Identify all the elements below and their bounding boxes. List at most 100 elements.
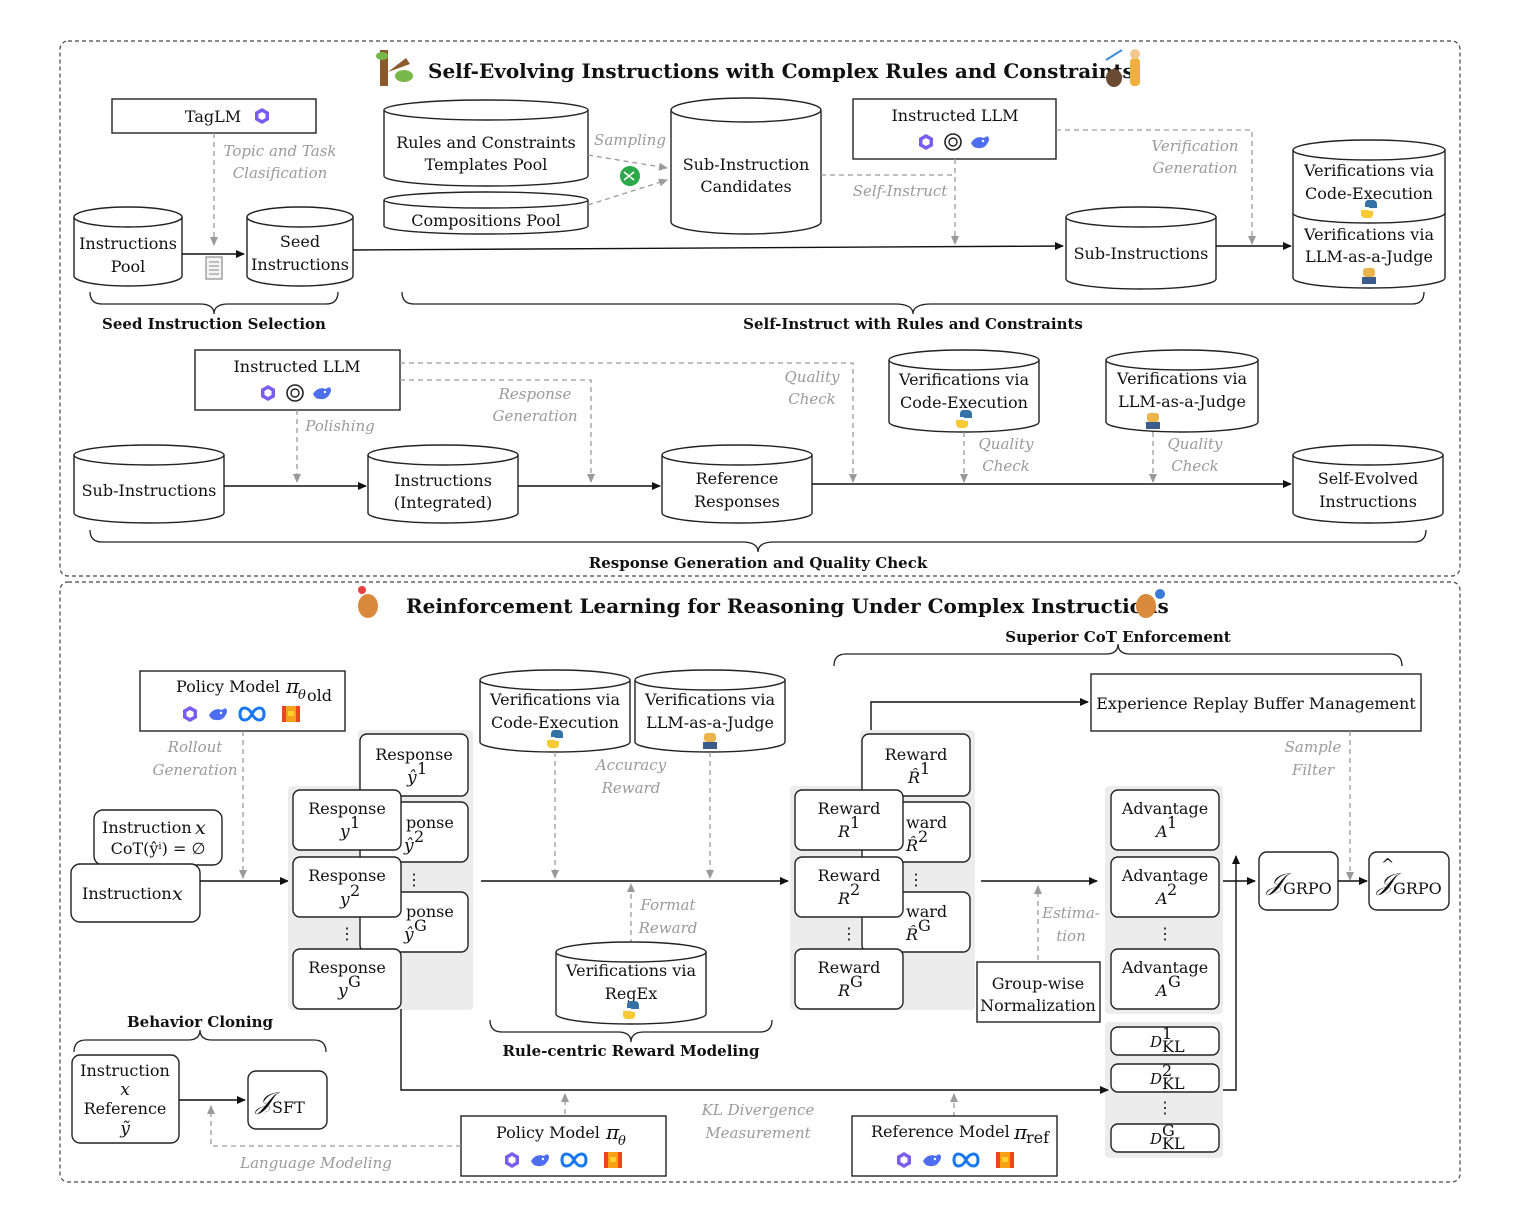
svg-text:Verifications via: Verifications via bbox=[644, 690, 775, 709]
svg-text:ponse: ponse bbox=[406, 902, 454, 921]
brace-seed-label: Seed Instruction Selection bbox=[102, 315, 326, 333]
svg-text:⋮: ⋮ bbox=[1157, 1098, 1173, 1117]
candidates-label-2: Candidates bbox=[700, 177, 791, 196]
sampling-label: Sampling bbox=[594, 131, 666, 149]
svg-text:Response: Response bbox=[308, 958, 386, 977]
svg-text:KL: KL bbox=[1162, 1134, 1185, 1153]
mistral-icon bbox=[996, 1152, 1014, 1168]
brace-self-instruct bbox=[401, 291, 1425, 315]
svg-text:2: 2 bbox=[1167, 880, 1177, 899]
reward-hat-1: Reward R̂1 bbox=[861, 733, 971, 797]
svg-text:Advantage: Advantage bbox=[1121, 958, 1208, 977]
brace-rule-label: Rule-centric Reward Modeling bbox=[503, 1042, 761, 1060]
replay-buffer-box: Experience Replay Buffer Management bbox=[1090, 673, 1422, 732]
svg-text:LLM-as-a-Judge: LLM-as-a-Judge bbox=[646, 713, 774, 732]
judge-icon bbox=[703, 733, 717, 749]
policy-old-label: Policy Model bbox=[176, 677, 280, 696]
ver-code-mid-label-1: Verifications via bbox=[898, 370, 1029, 389]
svg-text:π: π bbox=[605, 1120, 620, 1144]
seed-label-1: Seed bbox=[280, 232, 320, 251]
svg-text:ref: ref bbox=[1026, 1128, 1050, 1147]
svg-text:Response: Response bbox=[375, 745, 453, 764]
cot-label: CoT(ŷⁱ) = ∅ bbox=[111, 839, 206, 858]
taglm-box: TagLM bbox=[111, 98, 317, 134]
estimation-label-2: tion bbox=[1056, 927, 1086, 945]
svg-text:R̂: R̂ bbox=[905, 925, 918, 944]
policy-model-theta-box: Policy Model π θ bbox=[460, 1115, 667, 1177]
instruction-cot-box: Instruction x CoT(ŷⁱ) = ∅ bbox=[93, 809, 223, 866]
language-modeling-label: Language Modeling bbox=[239, 1154, 392, 1172]
svg-text:x: x bbox=[195, 817, 206, 839]
ver-regex-cylinder: Verifications via RegEx bbox=[555, 941, 707, 1025]
j-grpo-box: 𝒥 GRPO bbox=[1258, 851, 1339, 911]
svg-text:π: π bbox=[285, 674, 300, 698]
instructions-pool-label-2: Pool bbox=[111, 257, 146, 276]
svg-text:R: R bbox=[837, 981, 850, 1000]
rules-label-1: Rules and Constraints bbox=[396, 133, 575, 152]
integrated-label-1: Instructions bbox=[394, 471, 492, 490]
svg-text:ỹ: ỹ bbox=[119, 1119, 130, 1139]
quality-label-4: Check bbox=[982, 457, 1030, 475]
svg-text:G: G bbox=[1162, 1121, 1175, 1140]
svg-text:Reward: Reward bbox=[818, 866, 881, 885]
svg-text:old: old bbox=[307, 686, 332, 705]
polishing-label: Polishing bbox=[304, 417, 375, 435]
instructed-llm-mid-label: Instructed LLM bbox=[233, 357, 360, 376]
seed-label-2: Instructions bbox=[251, 255, 349, 274]
rollout-label-1: Rollout bbox=[167, 738, 224, 756]
groupwise-normalization-box: Group-wise Normalization bbox=[976, 961, 1101, 1023]
svg-text:Advantage: Advantage bbox=[1121, 799, 1208, 818]
svg-text:Reference: Reference bbox=[84, 1099, 167, 1118]
format-label-2: Reward bbox=[638, 919, 698, 937]
ver-llm-bottom-cylinder: Verifications via LLM-as-a-Judge bbox=[634, 669, 786, 753]
top-title-tree-icon bbox=[376, 50, 413, 86]
svg-text:ward: ward bbox=[906, 902, 947, 921]
response-gen-label-1: Response bbox=[498, 385, 572, 403]
svg-text:1: 1 bbox=[920, 759, 930, 778]
svg-text:ŷ: ŷ bbox=[406, 768, 417, 788]
shuffle-icon bbox=[620, 166, 640, 186]
brace-behavior bbox=[73, 1029, 327, 1053]
format-label-1: Format bbox=[640, 896, 697, 914]
topic-label-2: Clasification bbox=[233, 164, 328, 182]
svg-text:⋮: ⋮ bbox=[908, 870, 924, 889]
verification-gen-label-1: Verification bbox=[1151, 137, 1238, 155]
svg-text:2: 2 bbox=[414, 827, 424, 846]
ver-code-top-label-2: Code-Execution bbox=[1305, 184, 1433, 203]
svg-text:Verifications via: Verifications via bbox=[489, 690, 620, 709]
ver-code-mid-cylinder: Verifications via Code-Execution bbox=[888, 349, 1040, 433]
accuracy-label-1: Accuracy bbox=[594, 756, 667, 774]
svg-text:Reward: Reward bbox=[818, 958, 881, 977]
verifications-stack-top: Verifications via Code-Execution Verific… bbox=[1292, 139, 1446, 289]
j-sft-box: 𝒥 SFT bbox=[247, 1070, 328, 1130]
svg-text:G: G bbox=[348, 972, 361, 991]
instructions-pool-label-1: Instructions bbox=[79, 234, 177, 253]
reference-model-box: Reference Model π ref bbox=[851, 1115, 1058, 1177]
instruction-x-label: Instruction bbox=[82, 884, 172, 903]
instructions-pool-cylinder: Instructions Pool bbox=[73, 206, 183, 287]
sub-instructions-mid-label: Sub-Instructions bbox=[82, 481, 217, 500]
svg-text:Group-wise: Group-wise bbox=[992, 974, 1085, 993]
svg-text:^: ^ bbox=[1381, 855, 1394, 874]
svg-text:⋮: ⋮ bbox=[406, 870, 422, 889]
mistral-icon bbox=[282, 706, 300, 722]
svg-text:Advantage: Advantage bbox=[1121, 866, 1208, 885]
reference-label-1: Reference bbox=[696, 469, 779, 488]
instruction-cot-label: Instruction bbox=[102, 818, 192, 837]
svg-text:G: G bbox=[850, 972, 863, 991]
svg-text:Reference Model: Reference Model bbox=[871, 1122, 1010, 1141]
svg-text:R: R bbox=[837, 889, 850, 908]
svg-text:A: A bbox=[1154, 822, 1168, 841]
compositions-pool-cylinder: Compositions Pool bbox=[383, 191, 589, 235]
svg-text:2: 2 bbox=[918, 827, 928, 846]
replay-label: Experience Replay Buffer Management bbox=[1096, 694, 1416, 713]
bottom-section-title: Reinforcement Learning for Reasoning Und… bbox=[406, 594, 1169, 618]
